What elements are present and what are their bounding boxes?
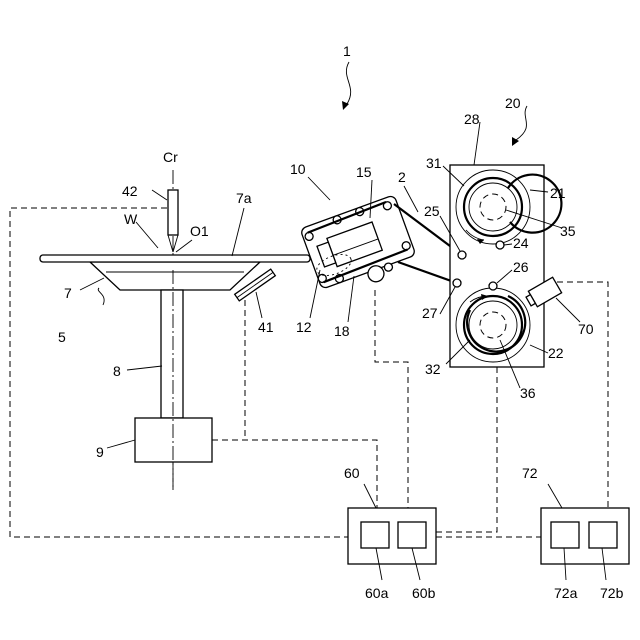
label-ctrl1-a: 60a [365,585,389,601]
label-ctrl1-b: 60b [412,585,436,601]
label-guide-25: 25 [424,203,440,219]
signal-line-head [375,290,408,508]
leader-8 [127,366,162,370]
label-o1: O1 [190,223,209,239]
label-motor: 9 [96,444,104,460]
nozzle-42-body [168,190,178,235]
label-guide-26: 26 [513,259,529,275]
label-supply-dash: 31 [426,155,442,171]
controller-72 [541,508,629,564]
leader-9 [107,440,135,448]
label-tape: 2 [398,169,406,185]
label-ctrl2-b: 72b [600,585,624,601]
leader-10 [308,177,330,200]
label-takeup-reel: 22 [548,345,564,361]
label-head-roller: 18 [334,323,350,339]
guide-roller-24 [496,241,504,249]
label-wafer: W [124,211,138,227]
leader-70 [556,298,580,322]
leader-1 [346,62,350,104]
label-guide-27: 27 [422,305,438,321]
label-ctrl2-a: 72a [554,585,578,601]
label-supply-core: 35 [560,223,576,239]
leader-7 [80,278,104,290]
label-chuck: 5 [58,329,66,345]
label-takeup-dash: 32 [425,361,441,377]
label-takeup-core: 36 [520,385,536,401]
rotation-shaft [161,290,183,418]
label-head: 10 [290,161,306,177]
label-sensor: 70 [578,321,594,337]
leader-18 [348,276,354,322]
controller-60b-box [398,522,426,548]
label-ctrl2: 72 [522,465,538,481]
nozzle-42-spray-right [173,235,178,252]
leader-7a [232,208,244,256]
label-supply-reel: 21 [550,185,566,201]
label-plate: 7 [64,285,72,301]
leader-60 [364,484,376,508]
label-guide-24: 24 [513,235,529,251]
leader-5 [98,288,104,305]
guide-roller-25 [458,251,466,259]
label-nozzle-41: 41 [258,319,274,335]
leader-41 [256,292,262,318]
rotary-plate [90,262,260,290]
signal-line-sensor [557,282,608,508]
label-ctrl1: 60 [344,465,360,481]
leader-28 [474,122,480,165]
nozzle-42-spray-left [168,235,173,252]
leader-W [136,222,158,248]
signal-line-unit [436,367,497,532]
leader-72 [548,484,562,508]
controller-72b-box [589,522,617,548]
spin-motor [135,418,212,462]
leader-12 [310,270,320,318]
unit-case [450,165,544,367]
label-plate-top: 7a [236,190,252,206]
leader-42 [152,190,167,200]
leader-20 [516,106,527,140]
label-unit: 20 [505,95,521,111]
label-head-part: 15 [356,164,372,180]
wafer-disc [40,255,310,262]
label-case: 28 [464,111,480,127]
guide-roller-27 [453,279,461,287]
guide-roller-26 [489,282,497,290]
leader-O1 [176,240,192,252]
label-cr: Cr [163,149,178,165]
controller-60 [348,508,436,564]
label-shaft: 8 [113,363,121,379]
leader-2 [404,186,418,212]
controller-60a-box [361,522,389,548]
label-head-pulley: 12 [296,319,312,335]
label-apparatus: 1 [343,43,351,59]
controller-72a-box [551,522,579,548]
tape-unit [450,165,561,367]
label-nozzle-42: 42 [122,183,138,199]
